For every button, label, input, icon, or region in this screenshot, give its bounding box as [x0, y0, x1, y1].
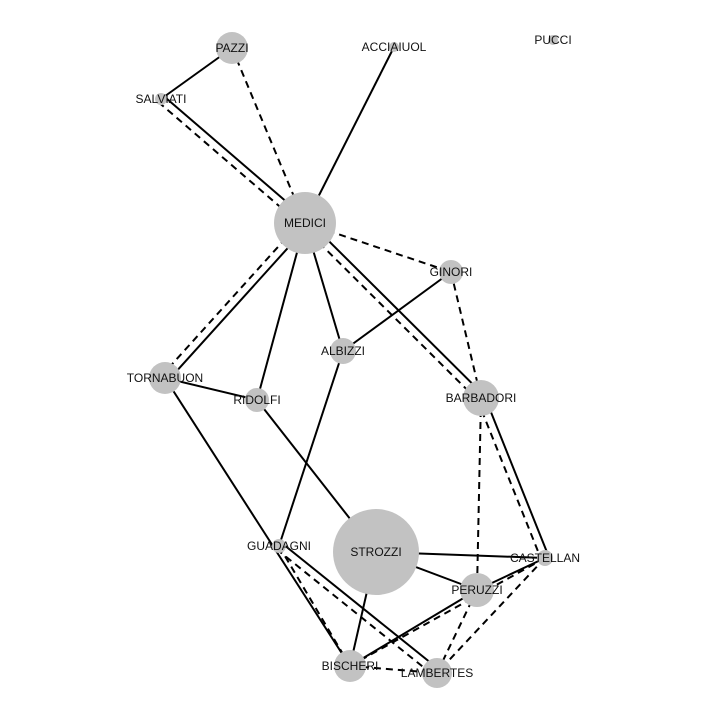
- edge-salviati-medici-dashed: [157, 101, 304, 227]
- node-ginori[interactable]: [439, 260, 463, 284]
- edge-ginori-albizzi: [342, 271, 452, 352]
- edge-medici-tornabuon-dashed: [161, 219, 303, 376]
- node-peruzzi[interactable]: [460, 573, 494, 607]
- edge-barbadori-castellan-dashed: [476, 399, 543, 560]
- edge-ginori-barbadori-dashed: [450, 271, 482, 399]
- edge-guadagni-lambertes-dashed: [275, 548, 436, 677]
- node-label-tornabuon: TORNABUON: [127, 371, 203, 385]
- node-pazzi[interactable]: [216, 32, 248, 64]
- edge-barbadori-castellan: [483, 396, 550, 557]
- node-label-salviati: SALVIATI: [136, 92, 187, 106]
- node-ridolfi[interactable]: [245, 388, 269, 412]
- edge-albizzi-guadagni: [278, 350, 344, 547]
- edge-medici-barbadori: [307, 219, 485, 396]
- node-label-guadagni: GUADAGNI: [247, 539, 311, 553]
- edge-tornabuon-bischeri: [164, 377, 351, 667]
- node-salviati[interactable]: [155, 93, 167, 105]
- node-pucci[interactable]: [548, 35, 558, 45]
- node-albizzi[interactable]: [330, 338, 356, 364]
- edge-castellan-lambertes-dashed: [436, 557, 546, 674]
- node-label-bischeri: BISCHERI: [322, 659, 379, 673]
- node-label-pucci: PUCCI: [534, 33, 571, 47]
- edge-salviati-medici: [162, 95, 309, 221]
- edge-castellan-bischeri-dashed: [349, 557, 546, 667]
- node-label-lambertes: LAMBERTES: [401, 666, 473, 680]
- node-strozzi[interactable]: [333, 509, 419, 595]
- node-acciaiuol[interactable]: [389, 42, 399, 52]
- node-label-albizzi: ALBIZZI: [321, 344, 365, 358]
- node-barbadori[interactable]: [463, 380, 499, 416]
- node-label-castellan: CASTELLAN: [510, 551, 580, 565]
- nodes-layer: [149, 32, 558, 688]
- node-label-medici: MEDICI: [284, 216, 326, 230]
- node-label-pazzi: PAZZI: [215, 41, 248, 55]
- node-label-peruzzi: PERUZZI: [451, 583, 502, 597]
- node-tornabuon[interactable]: [149, 362, 181, 394]
- node-lambertes[interactable]: [422, 658, 452, 688]
- node-label-barbadori: BARBADORI: [446, 391, 517, 405]
- edge-pazzi-medici-dashed: [231, 47, 306, 224]
- node-label-strozzi: STROZZI: [350, 545, 401, 559]
- node-medici[interactable]: [274, 192, 336, 254]
- node-label-acciaiuol: ACCIAIUOL: [362, 40, 427, 54]
- edge-barbadori-peruzzi-dashed: [476, 397, 482, 591]
- edge-medici-barbadori-dashed: [301, 225, 479, 402]
- edge-guadagni-lambertes: [280, 542, 441, 671]
- labels-layer: PAZZI ACCIAIUOL PUCCI SALVIATI MEDICI GINORI A…: [127, 33, 580, 680]
- node-label-ginori: GINORI: [430, 265, 473, 279]
- edge-acciaiuol-medici: [304, 46, 395, 224]
- node-label-ridolfi: RIDOLFI: [233, 393, 280, 407]
- node-bischeri[interactable]: [334, 650, 366, 682]
- node-guadagni[interactable]: [272, 539, 286, 553]
- edge-medici-tornabuon: [167, 225, 309, 382]
- node-castellan[interactable]: [537, 550, 553, 566]
